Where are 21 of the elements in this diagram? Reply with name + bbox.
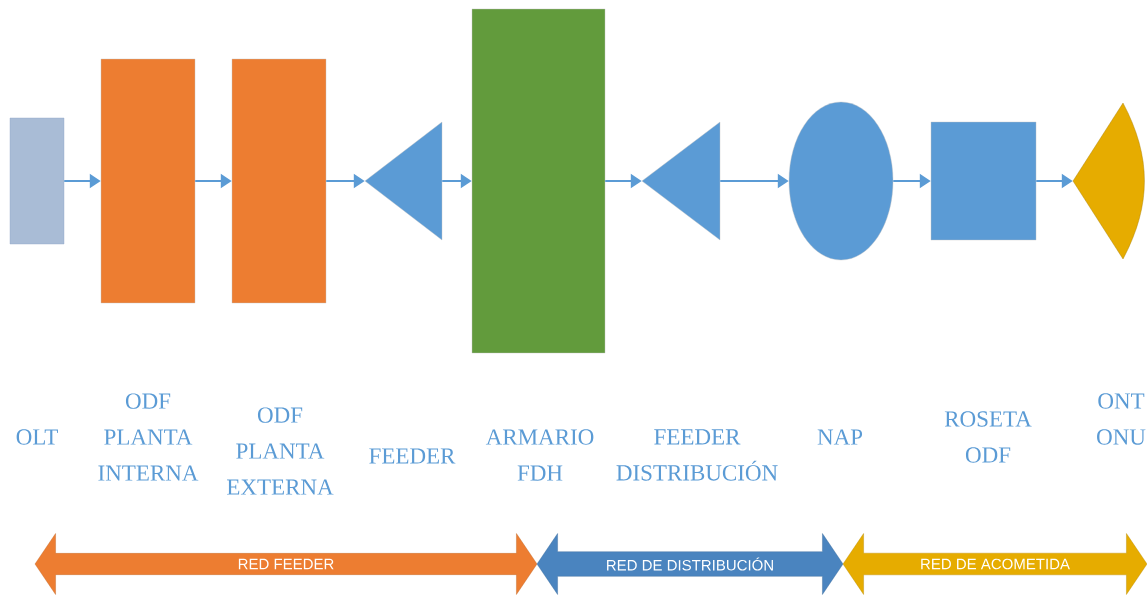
component-label: FEEDER DISTRIBUCIÓN: [616, 429, 778, 481]
component-label: OLT: [16, 429, 58, 445]
network-segment-band: RED DE ACOMETIDA: [842, 533, 1147, 595]
component-label: ONT ONU: [1097, 393, 1146, 445]
rosette-box: [930, 121, 1037, 241]
component-label: FEEDER: [369, 448, 456, 464]
component-label: ARMARIO FDH: [485, 429, 594, 481]
panel-box: [100, 58, 196, 304]
component-label: ODF PLANTA EXTERNA: [227, 407, 334, 495]
terminal-sector: [1072, 102, 1145, 260]
splitter-triangle: [364, 121, 443, 241]
panel-box: [231, 58, 327, 304]
network-segment-band: RED FEEDER: [34, 533, 538, 595]
splitter-triangle: [641, 121, 721, 241]
component-label: ROSETA ODF: [944, 411, 1032, 463]
component-label: NAP: [817, 429, 863, 445]
device-box: [9, 117, 65, 245]
component-label: ODF PLANTA INTERNA: [98, 393, 199, 481]
cabinet-box: [471, 8, 606, 354]
network-segment-band: RED DE DISTRIBUCIÓN: [536, 533, 844, 595]
nap-ellipse: [788, 101, 894, 261]
